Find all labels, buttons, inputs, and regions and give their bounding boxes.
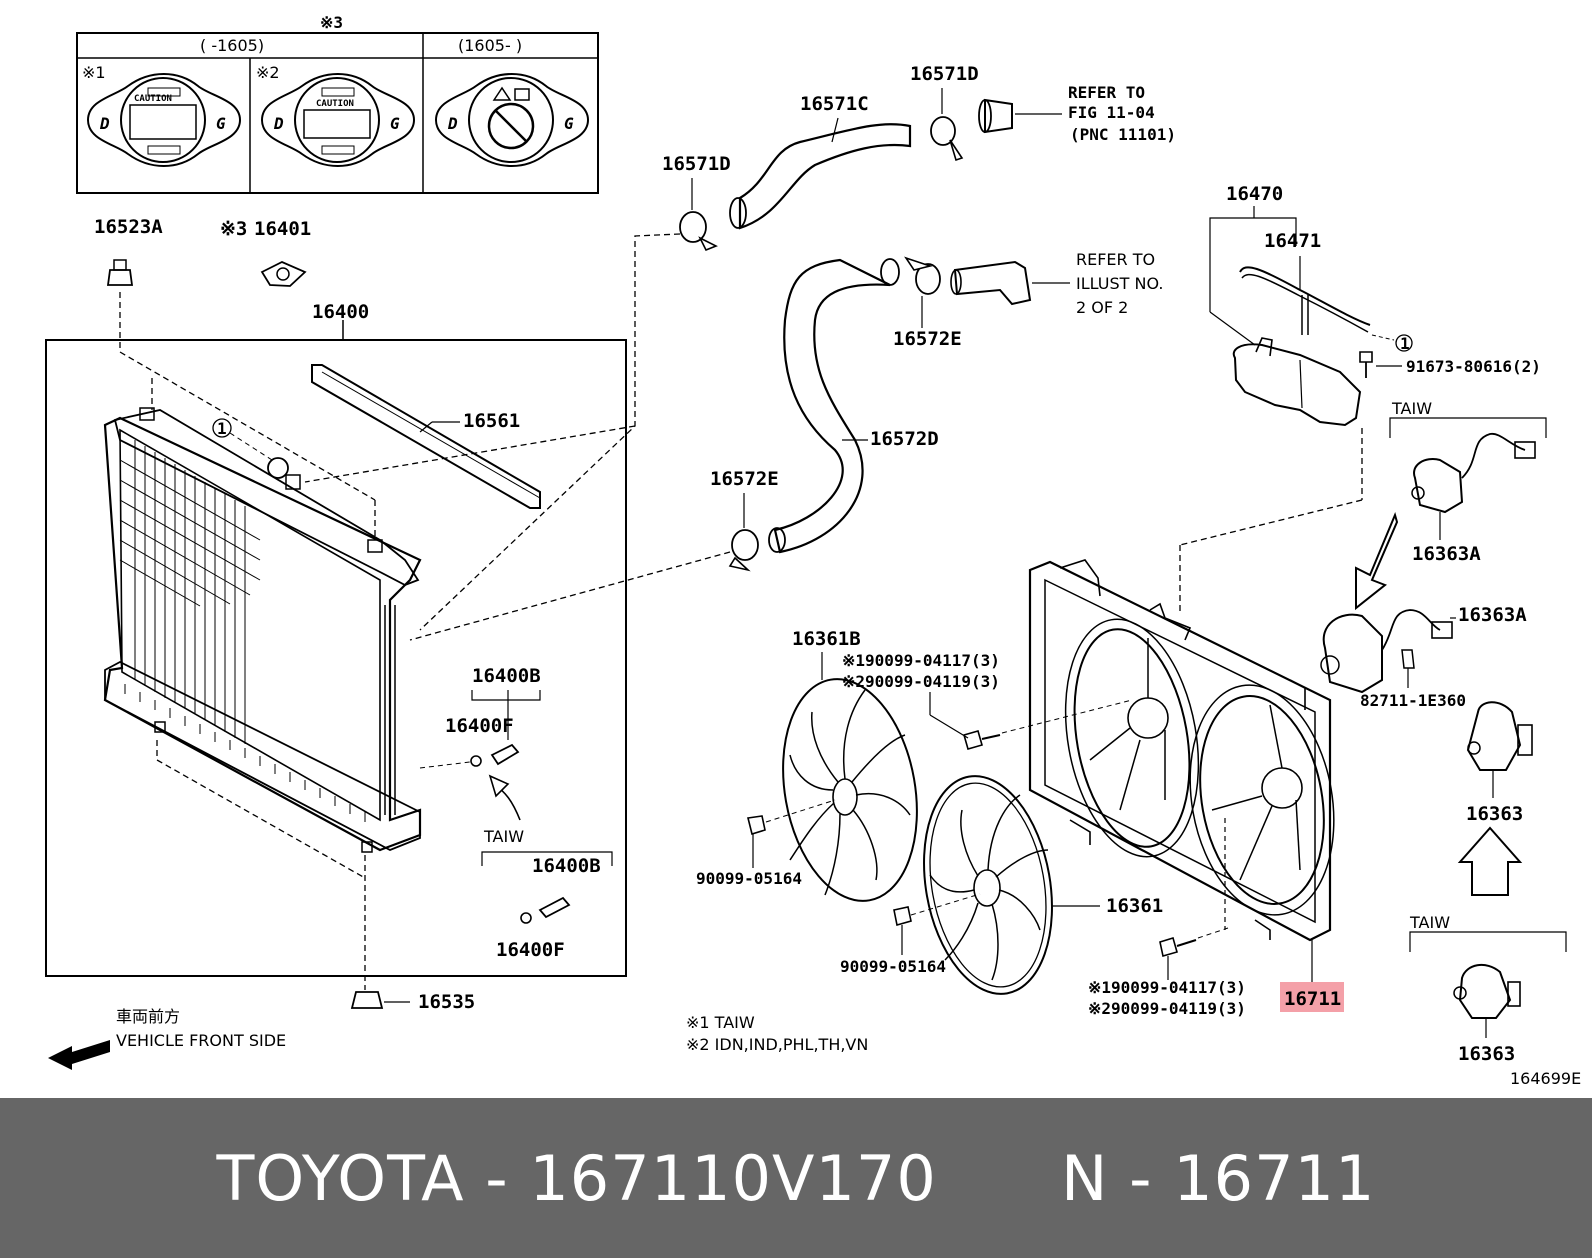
circle-ref-radiator: 1 [217,419,227,438]
label-90099-b: 90099-05164 [840,957,946,976]
bolt-top-label-1: ※190099-04117(3) [842,651,1000,670]
bolt-bot-label-1: ※190099-04117(3) [1088,978,1246,997]
fan-shroud-16711: 16711 [1028,559,1344,1012]
svg-text:CAUTION: CAUTION [316,99,354,109]
legend-cell2-mark: ※2 [256,63,280,82]
label-16363-a: 16363 [1466,803,1523,825]
label-16400: 16400 [312,301,369,323]
legend-col2-header: (1605- ) [458,36,522,55]
footer-ref-number: N - 16711 [1061,1141,1376,1215]
label-16361B: 16361B [792,628,861,650]
radiator-cap-legend: ※3 ( -1605) (1605- ) ※1 ※2 D G CAUTION [76,13,599,194]
parts-diagram: ※3 ( -1605) (1605- ) ※1 ※2 D G CAUTION [45,13,1582,1088]
label-90099-a: 90099-05164 [696,869,802,888]
refer2-line3: 2 OF 2 [1076,298,1128,317]
label-16363A-a: 16363A [1412,543,1481,565]
label-16471: 16471 [1264,230,1321,252]
legend-note-mark: ※3 [320,13,343,32]
label-16401: 16401 [254,218,311,240]
label-16561: 16561 [463,410,520,432]
footer-part-number: TOYOTA - 167110V170 [216,1141,937,1215]
bolt-bot-label-2: ※290099-04119(3) [1088,999,1246,1018]
front-en: VEHICLE FRONT SIDE [116,1031,286,1050]
label-16363A-b: 16363A [1458,604,1527,626]
legend-col1-header: ( -1605) [200,36,264,55]
svg-text:CAUTION: CAUTION [134,94,172,104]
label-91673: 91673-80616(2) [1406,357,1541,376]
cap-gasket-16401: ※3 16401 [220,218,311,287]
legend-cell1-mark: ※1 [82,63,106,82]
drain-plug-16523A: 16523A [94,216,163,286]
radiator-cap-icon-3: D G [434,73,590,167]
note-1: ※1 TAIW [686,1013,755,1032]
refer1-line3: (PNC 11101) [1070,125,1176,144]
label-82711: 82711-1E360 [1360,691,1466,710]
footer-bar: TOYOTA - 167110V170 N - 16711 [0,1098,1592,1258]
label-16523A: 16523A [94,216,163,238]
circle-ref-reservoir: 1 [1400,334,1410,353]
label-16400B-b: 16400B [532,855,601,877]
vehicle-front-indicator: 車両前方 VEHICLE FRONT SIDE [48,1007,286,1070]
label-16572D: 16572D [870,428,939,450]
drain-plug-16535: 16535 [350,991,475,1013]
refer1-line1: REFER TO [1068,83,1145,102]
label-16535: 16535 [418,991,475,1013]
label-16470: 16470 [1226,183,1283,205]
label-16361: 16361 [1106,895,1163,917]
figure-code: 164699E [1510,1069,1581,1088]
bolt-group-bottom: ※190099-04117(3) ※290099-04119(3) [1088,927,1246,1018]
bolt-top-label-2: ※290099-04119(3) [842,672,1000,691]
radiator-cap-icon-2: D G CAUTION [260,73,416,167]
refer1-line2: FIG 11-04 [1068,103,1155,122]
note-2: ※2 IDN,IND,PHL,TH,VN [686,1035,868,1054]
highlight-16711 [1280,982,1344,1012]
label-16571D-top: 16571D [910,63,979,85]
refer2-line2: ILLUST NO. [1076,274,1163,293]
label-16571C: 16571C [800,93,869,115]
label-taiw-motor-2: TAIW [1409,913,1450,932]
upper-hose-group: 16571C 16571D REFER TO FIG 11-04 (PNC 11… [304,63,1176,631]
label-16571D-left: 16571D [662,153,731,175]
label-16401-mark: ※3 [220,218,247,240]
svg-text:D: D [273,114,284,133]
fan-16361B: 16361B 90099-05164 [696,628,918,902]
front-jp: 車両前方 [116,1007,180,1026]
front-arrow-icon [48,1040,110,1070]
refer2-line1: REFER TO [1076,250,1155,269]
label-taiw-motor-1: TAIW [1391,399,1432,418]
motor-group: TAIW 16363A 16363A 82711-1E360 16363 TAI… [1320,399,1567,1065]
reservoir-group: 16470 16471 1 91673-80616(2) [1179,183,1541,615]
svg-text:G: G [216,114,226,133]
svg-text:D: D [99,114,110,133]
label-16363-b: 16363 [1458,1043,1515,1065]
lower-hose-group: 16572D 16572E REFER TO ILLUST NO. 2 OF 2… [409,250,1163,641]
label-16572E-left: 16572E [710,468,779,490]
label-16400F-b: 16400F [496,939,565,961]
label-16400F-a: 16400F [445,715,514,737]
footer-caption: TOYOTA - 167110V170 N - 16711 [0,1098,1592,1258]
svg-text:G: G [564,114,574,133]
svg-text:G: G [390,114,400,133]
radiator-assembly: 16400 [45,292,627,990]
label-16711: 16711 [1284,988,1341,1010]
label-taiw-drain: TAIW [483,827,524,846]
svg-text:D: D [447,114,458,133]
radiator-cap-icon-1: D G CAUTION [86,73,242,167]
bolt-group-top: ※190099-04117(3) ※290099-04119(3) [842,651,1133,750]
diagram-svg: ※3 ( -1605) (1605- ) ※1 ※2 D G CAUTION [45,13,1581,1088]
label-16572E-top: 16572E [893,328,962,350]
label-16400B-a: 16400B [472,665,541,687]
fan-16361: 16361 90099-05164 [840,775,1163,995]
